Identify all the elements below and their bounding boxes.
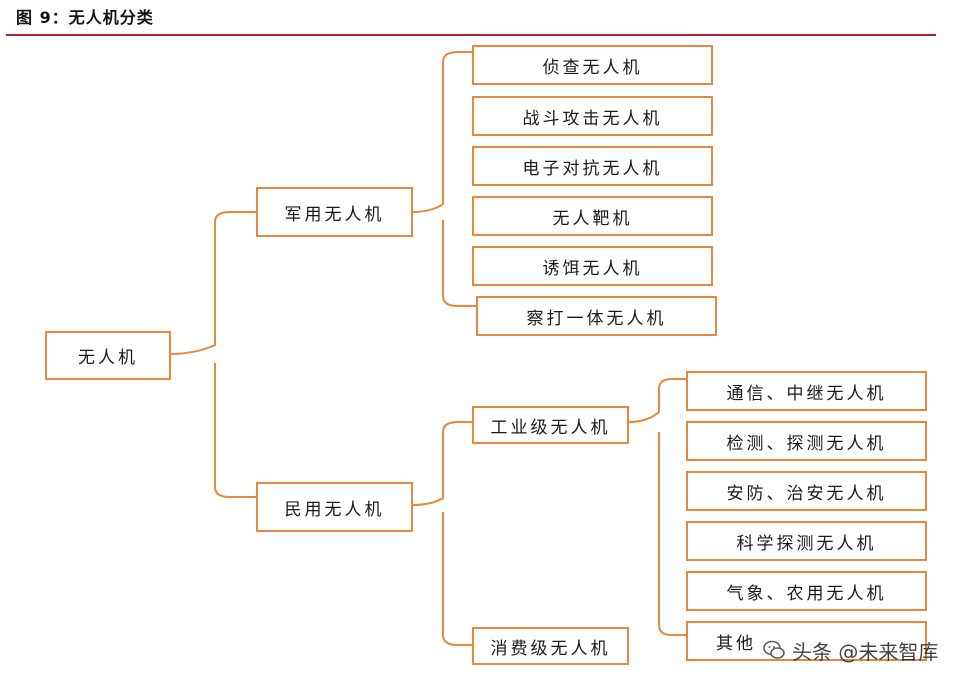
connector-industrial <box>627 378 686 636</box>
node-military-child: 电子对抗无人机 <box>472 146 713 186</box>
node-industrial-child: 安防、治安无人机 <box>686 471 927 511</box>
node-industrial: 工业级无人机 <box>472 406 629 444</box>
node-root: 无人机 <box>45 331 171 380</box>
connector-civil <box>411 421 472 646</box>
wechat-icon <box>763 640 785 659</box>
watermark: 头条 @未来智库 <box>762 630 952 670</box>
node-consumer: 消费级无人机 <box>472 627 629 665</box>
node-military-child: 诱饵无人机 <box>472 246 713 286</box>
connector-military <box>411 51 476 307</box>
node-industrial-child: 检测、探测无人机 <box>686 421 927 461</box>
node-military-child: 战斗攻击无人机 <box>472 96 713 136</box>
node-military: 军用无人机 <box>256 187 413 237</box>
watermark-text: 头条 @未来智库 <box>792 639 939 664</box>
figure-title: 图 9：无人机分类 <box>16 8 154 27</box>
node-industrial-child: 通信、中继无人机 <box>686 371 927 411</box>
node-military-child: 无人靶机 <box>472 196 713 236</box>
node-industrial-child: 其他 <box>686 621 927 661</box>
node-industrial-child: 气象、农用无人机 <box>686 571 927 611</box>
node-military-child: 侦查无人机 <box>472 45 713 85</box>
node-industrial-child: 科学探测无人机 <box>686 521 927 561</box>
node-military-child: 察打一体无人机 <box>476 296 717 336</box>
node-civil: 民用无人机 <box>256 482 413 532</box>
connector-root <box>169 211 256 498</box>
title-rule <box>6 34 936 36</box>
